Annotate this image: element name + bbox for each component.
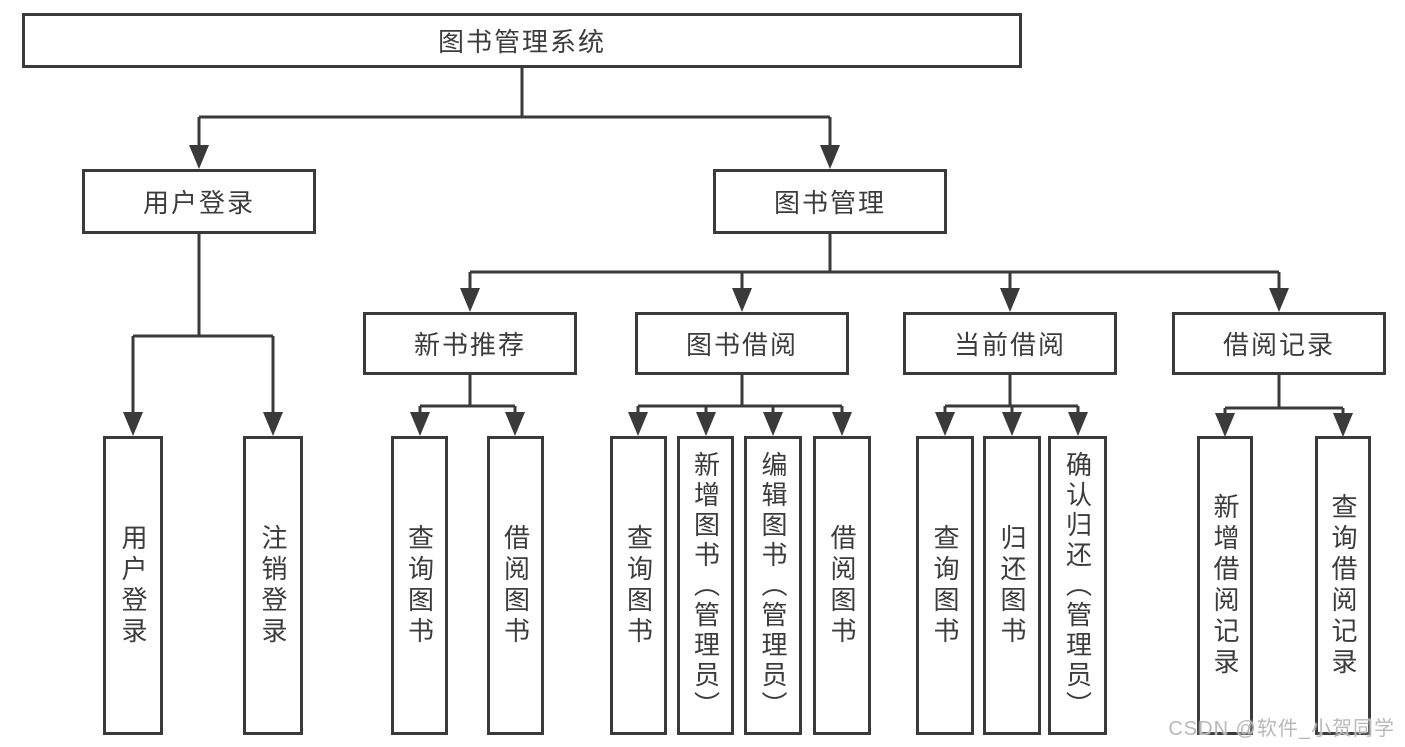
arrow-heads	[123, 145, 1353, 437]
leaf-logout-label: 注销登录	[258, 523, 288, 648]
leaf-nb-borrow-books: 借阅图书	[487, 436, 544, 735]
node-borrow-records: 借阅记录	[1172, 312, 1386, 375]
node-user-login: 用户登录	[82, 169, 316, 234]
leaf-user-login-label: 用户登录	[118, 523, 148, 648]
leaf-br-add-record: 新增借阅记录	[1197, 436, 1253, 735]
leaf-cb-return-book-label: 归还图书	[997, 523, 1027, 648]
node-book-borrowing: 图书借阅	[635, 312, 849, 375]
node-root-label: 图书管理系统	[437, 27, 606, 57]
leaf-cb-query-books: 查询图书	[916, 436, 974, 735]
leaf-cb-return-book: 归还图书	[983, 436, 1041, 735]
leaf-bb-edit-book-admin-label: 编辑图书（管理员）	[758, 450, 788, 721]
node-book-management-label: 图书管理	[773, 188, 886, 218]
node-current-borrowing: 当前借阅	[903, 312, 1117, 375]
leaf-nb-query-books-label: 查询图书	[404, 523, 435, 648]
node-user-login-label: 用户登录	[142, 188, 255, 218]
leaf-bb-add-book-admin-label: 新增图书（管理员）	[690, 450, 721, 721]
leaf-br-add-record-label: 新增借阅记录	[1210, 492, 1240, 679]
leaf-bb-add-book-admin: 新增图书（管理员）	[677, 436, 734, 735]
leaf-bb-query-books-label: 查询图书	[623, 523, 654, 648]
node-borrow-records-label: 借阅记录	[1222, 330, 1335, 360]
node-current-borrowing-label: 当前借阅	[953, 330, 1066, 360]
watermark: CSDN @软件_小贺同学	[1168, 718, 1395, 740]
node-book-management: 图书管理	[713, 169, 947, 234]
leaf-nb-borrow-books-label: 借阅图书	[500, 523, 531, 648]
node-root: 图书管理系统	[22, 13, 1022, 68]
leaf-logout: 注销登录	[243, 436, 303, 735]
leaf-bb-query-books: 查询图书	[610, 436, 667, 735]
leaf-br-query-record-label: 查询借阅记录	[1328, 492, 1358, 679]
leaf-cb-confirm-return-admin: 确认归还（管理员）	[1048, 436, 1107, 735]
leaf-bb-edit-book-admin: 编辑图书（管理员）	[744, 436, 802, 735]
leaf-user-login: 用户登录	[103, 436, 163, 735]
leaf-cb-confirm-return-admin-label: 确认归还（管理员）	[1062, 450, 1093, 721]
leaf-br-query-record: 查询借阅记录	[1315, 436, 1371, 735]
node-new-book-recommend-label: 新书推荐	[413, 330, 526, 360]
leaf-nb-query-books: 查询图书	[391, 436, 448, 735]
leaf-cb-query-books-label: 查询图书	[930, 523, 960, 648]
leaf-bb-borrow-books: 借阅图书	[813, 436, 871, 735]
node-new-book-recommend: 新书推荐	[363, 312, 577, 375]
node-book-borrowing-label: 图书借阅	[685, 330, 798, 360]
leaf-bb-borrow-books-label: 借阅图书	[827, 523, 857, 648]
